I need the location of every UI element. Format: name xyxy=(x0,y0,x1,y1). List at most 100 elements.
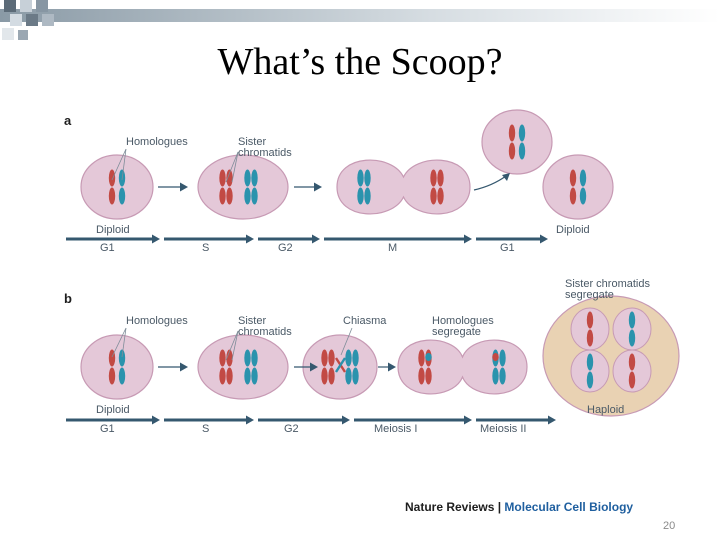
sister-chromatid xyxy=(437,188,443,205)
sister-chromatid xyxy=(437,170,443,187)
sister-chromatid xyxy=(251,170,257,187)
recombined-segment xyxy=(425,353,431,361)
sister-chromatid xyxy=(219,170,225,187)
chromosome xyxy=(587,312,593,329)
sister-chromatid xyxy=(425,368,431,385)
credit-journal: Nature Reviews xyxy=(405,500,494,514)
chromosome xyxy=(519,143,525,160)
a-homologues-label: Homologues xyxy=(126,136,188,148)
panel-b-letter: b xyxy=(64,291,72,306)
credit-subtitle: Molecular Cell Biology xyxy=(504,500,633,514)
sister-chromatid xyxy=(328,350,334,367)
chromosome xyxy=(580,188,586,205)
chromosome xyxy=(519,125,525,142)
sister-chromatid xyxy=(364,170,370,187)
sister-chromatid xyxy=(251,368,257,385)
sister-chromatid xyxy=(492,368,498,385)
a-phase-s-label: S xyxy=(202,242,209,254)
a-phase-m-label: M xyxy=(388,242,397,254)
a-chromatids-label: chromatids xyxy=(238,147,292,159)
cell xyxy=(198,335,288,399)
recombined-segment xyxy=(492,353,498,361)
step-arrow-head xyxy=(180,363,188,372)
b-homologues-label: Homologues xyxy=(126,315,188,327)
sister-chromatid xyxy=(226,188,232,205)
b-chiasma-label: Chiasma xyxy=(343,315,387,327)
b-phase-g2-label: G2 xyxy=(284,423,299,435)
sister-chromatid xyxy=(321,368,327,385)
timeline-arrow-s-head xyxy=(246,416,254,425)
a-phase-g1b-label: G1 xyxy=(500,242,515,254)
sister-chromatid xyxy=(321,350,327,367)
b-phase-meiosis1-label: Meiosis I xyxy=(374,423,417,435)
chromosome xyxy=(629,330,635,347)
split-arrow-head xyxy=(502,173,510,181)
chromosome xyxy=(109,188,115,205)
chromosome xyxy=(509,143,515,160)
timeline-arrow-g2-head xyxy=(342,416,350,425)
panel-a-letter: a xyxy=(64,113,72,128)
b-haploid-label: Haploid xyxy=(587,404,624,416)
b-chromatids-label: chromatids xyxy=(238,326,292,338)
sister-chromatid xyxy=(499,368,505,385)
sister-chromatid xyxy=(357,170,363,187)
chromosome-layer xyxy=(81,110,679,416)
a-phase-g1-label: G1 xyxy=(100,242,115,254)
sister-chromatid xyxy=(251,350,257,367)
sister-chromatid xyxy=(418,368,424,385)
split-arrow xyxy=(474,176,506,190)
chromosome xyxy=(119,368,125,385)
timeline-arrow-meiosis1-head xyxy=(464,416,472,425)
sister-chromatid xyxy=(345,350,351,367)
step-arrow-head xyxy=(388,363,396,372)
sister-chromatid xyxy=(499,350,505,367)
timeline-arrow-g2-head xyxy=(312,235,320,244)
sister-chromatid xyxy=(352,368,358,385)
timeline-arrow-g1-head xyxy=(152,235,160,244)
sister-chromatid xyxy=(226,368,232,385)
sister-chromatid xyxy=(345,368,351,385)
haploid-cell xyxy=(543,296,679,416)
chromosome xyxy=(629,354,635,371)
b-phase-meiosis2-label: Meiosis II xyxy=(480,423,526,435)
page-number: 20 xyxy=(663,520,675,532)
cell xyxy=(81,155,153,219)
sister-chromatid xyxy=(244,170,250,187)
chromosome xyxy=(119,188,125,205)
sister-chromatid xyxy=(219,350,225,367)
credit-separator: | xyxy=(494,500,504,514)
chromosome xyxy=(587,372,593,389)
cell xyxy=(198,155,288,219)
chromosome xyxy=(109,170,115,187)
chromosome xyxy=(629,312,635,329)
sister-chromatid xyxy=(251,188,257,205)
chromosome xyxy=(629,372,635,389)
dividing-cell xyxy=(398,340,527,394)
cell xyxy=(543,155,613,219)
b-homologues-segregate-label-2: segregate xyxy=(432,326,481,338)
image-credit: Nature Reviews | Molecular Cell Biology xyxy=(405,500,633,514)
b-phase-s-label: S xyxy=(202,423,209,435)
b-sister-segregate-label-2: segregate xyxy=(565,289,614,301)
sister-chromatid xyxy=(430,188,436,205)
timeline-arrow-meiosis2-head xyxy=(548,416,556,425)
dividing-cell xyxy=(337,160,470,214)
sister-chromatid xyxy=(328,368,334,385)
timeline-arrow-g1b-head xyxy=(540,235,548,244)
chromosome xyxy=(580,170,586,187)
step-arrow-head xyxy=(314,183,322,192)
a-phase-g2-label: G2 xyxy=(278,242,293,254)
timeline-arrow-m-head xyxy=(464,235,472,244)
timeline-arrow-g1-head xyxy=(152,416,160,425)
sister-chromatid xyxy=(244,368,250,385)
b-diploid-label: Diploid xyxy=(96,404,130,416)
chromosome xyxy=(109,368,115,385)
chromosome xyxy=(570,188,576,205)
cell xyxy=(482,110,552,174)
a-diploid-right-label: Diploid xyxy=(556,224,590,236)
sister-chromatid xyxy=(352,350,358,367)
cell xyxy=(81,335,153,399)
sister-chromatid xyxy=(244,188,250,205)
sister-chromatid xyxy=(219,188,225,205)
